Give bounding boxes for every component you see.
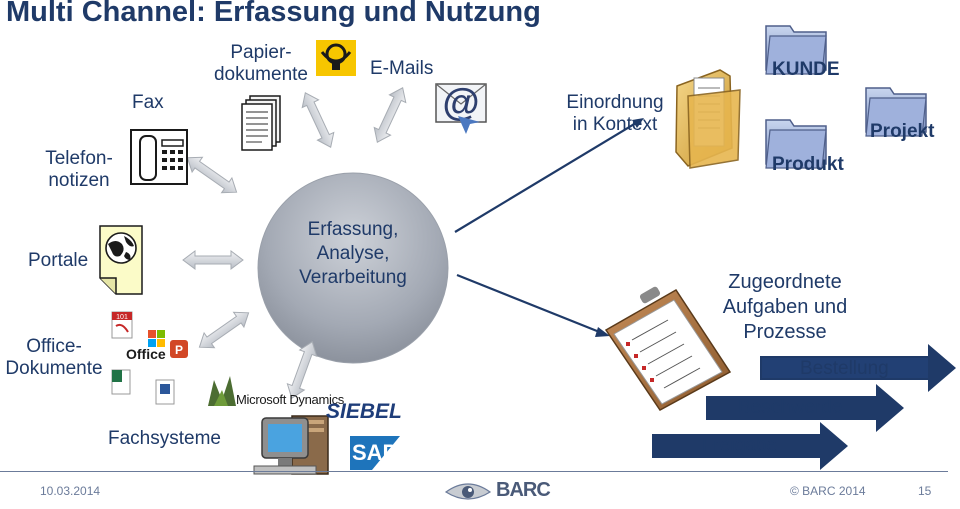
arrow-to-context — [454, 118, 644, 233]
post-logo-icon — [316, 40, 356, 76]
paper-documents-icon — [241, 95, 281, 151]
label-fachsysteme: Fachsysteme — [108, 428, 221, 449]
footer-divider — [0, 471, 948, 472]
center-line-2: Analyse, — [316, 243, 390, 264]
center-label: Erfassung, Analyse, Verarbeitung — [268, 218, 438, 290]
ms-dynamics-logo — [208, 376, 236, 406]
folder-label-projekt: Projekt — [870, 121, 935, 142]
folder-label-kunde: KUNDE — [772, 59, 840, 80]
email-icon: @ — [435, 82, 487, 134]
workflow-arrow-bestellung — [760, 344, 956, 392]
fax-icon — [130, 129, 188, 185]
barc-eye-icon — [444, 483, 492, 500]
double-arrow-telefon — [181, 149, 243, 201]
clipboard-checklist-icon — [604, 286, 732, 411]
sap-text: SAP — [352, 440, 398, 465]
center-line-3: Verarbeitung — [299, 267, 407, 288]
label-portale: Portale — [28, 250, 89, 271]
label-telefonnotizen: Telefon- notizen — [45, 148, 113, 191]
ms-dynamics-text: Microsoft Dynamics — [236, 392, 345, 407]
svg-text:P: P — [175, 343, 183, 357]
workflow-label-bestellung: Bestellung — [800, 358, 889, 379]
label-papierdokumente: Papier- dokumente — [213, 42, 308, 85]
footer-barc-logo: BARC — [496, 479, 551, 501]
workflow-label-beschwerde: Beschwerde — [738, 397, 843, 418]
workflow-arrow-beschwerde — [706, 384, 904, 432]
label-einordnung: Einordnung in Kontext — [566, 92, 664, 135]
computer-icon — [253, 415, 329, 475]
folder-produkt-icon — [765, 119, 827, 169]
folder-projekt-icon — [865, 87, 927, 137]
footer-date: 10.03.2014 — [40, 484, 101, 498]
siebel-text: SIEBEL — [326, 400, 402, 423]
sap-logo — [350, 436, 400, 470]
double-arrow-papier — [296, 88, 340, 152]
svg-text:101: 101 — [116, 314, 128, 321]
double-arrow-portale — [182, 250, 244, 270]
double-arrow-emails — [368, 83, 412, 147]
page-title: Multi Channel: Erfassung und Nutzung — [6, 0, 541, 28]
globe-document-icon — [99, 225, 143, 295]
workflow-label-freigabe: Freigabe — [702, 435, 777, 456]
label-aufgaben: Zugeordnete Aufgaben und Prozesse — [722, 271, 848, 343]
workflow-arrow-freigabe — [652, 422, 848, 470]
folder-kunde-icon — [765, 25, 827, 75]
center-line-1: Erfassung, — [307, 219, 399, 240]
office-icons-cluster: 101 P — [111, 311, 188, 405]
footer-page-number: 15 — [918, 484, 932, 498]
label-fax: Fax — [132, 92, 164, 113]
arrow-to-tasks — [456, 273, 610, 337]
document-folder-icon — [675, 69, 741, 169]
folder-label-produkt: Produkt — [772, 154, 844, 175]
label-emails: E-Mails — [370, 58, 434, 79]
double-arrow-office — [193, 304, 255, 356]
footer-copyright: © BARC 2014 — [790, 484, 866, 498]
office-logo-text: Office — [126, 346, 166, 362]
central-circle — [257, 172, 449, 364]
label-office-dokumente: Office- Dokumente — [5, 336, 103, 379]
